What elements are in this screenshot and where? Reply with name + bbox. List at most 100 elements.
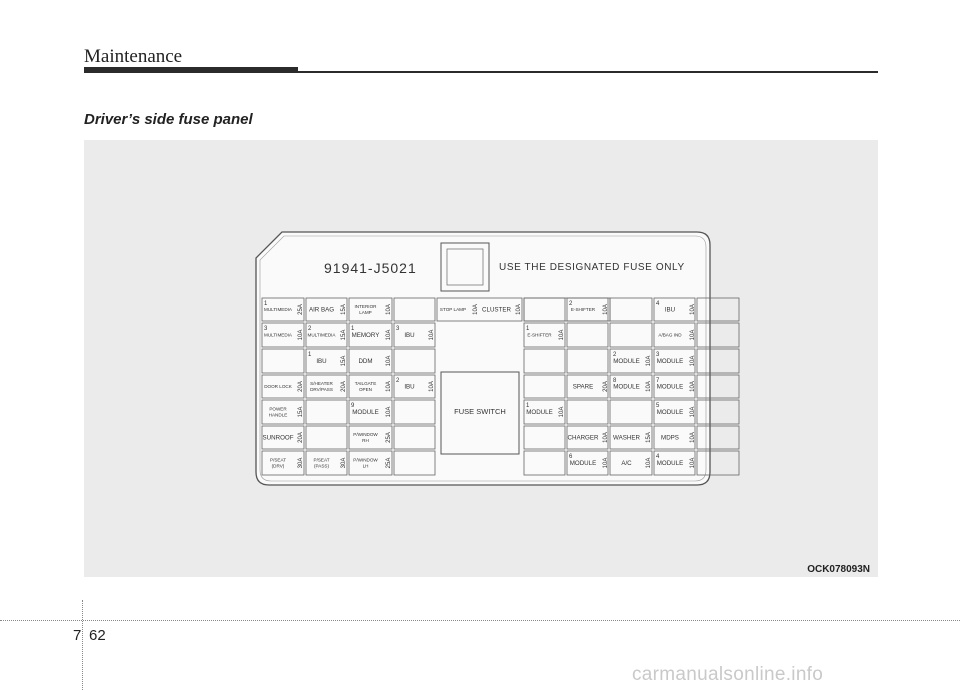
fuse-name: MULTIMEDIA [264, 333, 293, 338]
notice-text: USE THE DESIGNATED FUSE ONLY [499, 262, 685, 273]
fuse-amp: 10A [646, 356, 652, 367]
fuse-amp: 25A [386, 458, 392, 469]
section-title: Driver’s side fuse panel [84, 111, 253, 128]
fuse-index: 2 [308, 326, 312, 332]
fuse-name: E-SHIFTER [527, 333, 552, 338]
fuse-name: (DRV) [272, 463, 285, 468]
fuse-amp: 10A [516, 304, 522, 315]
fuse-amp: 10A [386, 407, 392, 418]
fuse-slot [609, 425, 653, 450]
fuse-slot [393, 348, 436, 374]
fuse-amp: 10A [386, 330, 392, 341]
fuse-name: SUNROOF [263, 435, 294, 442]
fuse-slot [436, 297, 523, 322]
fuse-item: P/SEAT(DRV)30A [270, 458, 304, 469]
fuse-amp: 20A [603, 381, 609, 392]
fuse-name: (PASS) [314, 463, 329, 468]
fuse-index: 4 [656, 301, 660, 307]
fuse-slot [523, 297, 566, 322]
fuse-name: STOP LAMP [440, 307, 466, 312]
fuse-slot [348, 425, 393, 450]
fuse-slot [653, 322, 696, 348]
fuse-amp: 10A [559, 407, 565, 418]
fuse-index: 1 [526, 326, 530, 332]
fuse-name: MODULE [613, 358, 639, 365]
fuse-index: 2 [569, 301, 573, 307]
fuse-slot [653, 425, 696, 450]
fuse-amp: 10A [386, 304, 392, 315]
fuse-slot [523, 322, 566, 348]
fuse-name: MODULE [613, 384, 639, 391]
fuse-amp: 10A [429, 381, 435, 392]
fuse-slot [305, 348, 348, 374]
fuse-amp: 10A [690, 458, 696, 469]
fuse-slot [393, 399, 436, 425]
fuse-slot [305, 399, 348, 425]
fuse-slot [393, 297, 436, 322]
fuse-slot [348, 399, 393, 425]
fuse-index: 7 [656, 378, 660, 384]
fuse-amp: 10A [690, 356, 696, 367]
fuse-slot [653, 399, 696, 425]
fuse-index: 8 [613, 378, 617, 384]
fuse-slot [696, 399, 740, 425]
fuse-index: 2 [396, 378, 400, 384]
fuse-name: MDPS [661, 435, 679, 442]
fuse-slot [523, 450, 566, 476]
fuse-index: 1 [264, 301, 268, 307]
fuse-name: DDM [358, 358, 372, 365]
fuse-name: MULTIMEDIA [264, 307, 293, 312]
fuse-slot [305, 297, 348, 322]
fuse-name: MODULE [657, 358, 683, 365]
fuse-amp: 10A [646, 458, 652, 469]
fuse-name: IBU [404, 332, 414, 339]
fuse-name: IBU [665, 307, 675, 314]
fuse-item: MDPS 10A [661, 432, 696, 443]
fuse-name: MODULE [657, 460, 683, 467]
fuse-name: LAMP [359, 310, 372, 315]
fuse-amp: 15A [298, 407, 304, 418]
fuse-name: P/WINDOW [353, 458, 378, 463]
fuse-slot [305, 322, 348, 348]
fuse-panel-figure: 91941-J5021 USE THE DESIGNATED FUSE ONLY… [84, 140, 878, 577]
fuse-slot [523, 399, 566, 425]
fuse-slot [566, 322, 609, 348]
fuse-index: 1 [308, 352, 312, 358]
fuse-slot [261, 399, 305, 425]
fuse-slot [523, 348, 566, 374]
fuse-amp: 15A [341, 330, 347, 341]
fuse-slot [393, 374, 436, 399]
fuse-slot [393, 450, 436, 476]
panel-inner-outline [259, 235, 707, 482]
fuse-slot [696, 322, 740, 348]
fuse-slot [566, 348, 609, 374]
fuse-name: CLUSTER [482, 307, 511, 314]
fuse-amp: 10A [690, 432, 696, 443]
fuse-slot [696, 348, 740, 374]
fuse-name: INTERIOR [355, 304, 378, 309]
fuse-index: 6 [569, 454, 573, 460]
fuse-slot [609, 374, 653, 399]
fuse-slot [609, 348, 653, 374]
fuse-slot [261, 322, 305, 348]
fuse-amp: 25A [298, 304, 304, 315]
fuse-amp: 20A [298, 381, 304, 392]
fuse-amp: 10A [690, 381, 696, 392]
header-bar [84, 67, 298, 73]
fuse-slot [348, 348, 393, 374]
fuse-name: POWER [269, 407, 287, 412]
